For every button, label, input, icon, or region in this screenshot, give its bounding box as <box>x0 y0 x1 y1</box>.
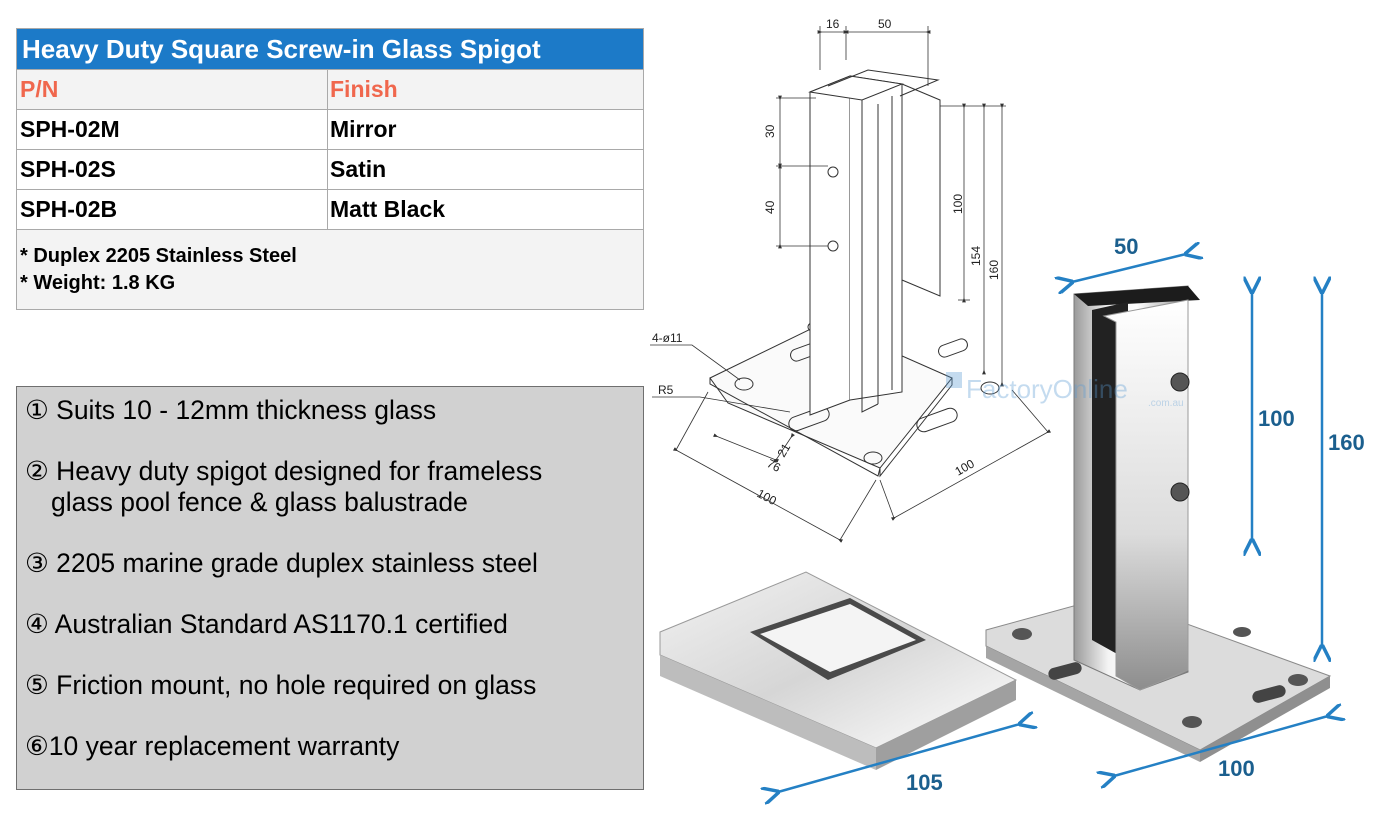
photo-dim-cover-width: 105 <box>906 770 943 795</box>
feature-item: ⑥10 year replacement warranty <box>25 731 643 762</box>
dim-holes: 4-ø11 <box>652 331 683 345</box>
dim-total-height: 160 <box>987 260 1001 280</box>
header-finish: Finish <box>330 76 398 102</box>
feature-number: ⑤ <box>25 670 49 700</box>
note-weight: * Weight: 1.8 KG <box>20 272 176 294</box>
part-number-cell: SPH-02B <box>17 190 328 229</box>
watermark-logo-icon <box>946 372 962 388</box>
feature-text: Heavy duty spigot designed for frameless <box>56 456 543 486</box>
watermark-domain: .com.au <box>1148 398 1184 409</box>
finish-cell: Matt Black <box>330 196 446 222</box>
photo-dim-glass-height: 100 <box>1258 406 1295 431</box>
feature-text-continued: glass pool fence & glass balustrade <box>51 487 468 517</box>
spec-header-row: P/N Finish <box>17 69 643 109</box>
table-row: SPH-02M Mirror <box>17 109 643 149</box>
dim-top-width: 50 <box>878 17 892 31</box>
dim-base-right: 100 <box>953 456 978 478</box>
feature-number: ⑥ <box>25 731 49 761</box>
feature-number: ① <box>25 395 49 425</box>
photo-dim-base-width: 100 <box>1218 756 1255 781</box>
feature-text: 10 year replacement warranty <box>48 731 400 761</box>
finish-cell: Mirror <box>330 116 397 142</box>
feature-number: ② <box>25 456 49 486</box>
feature-number: ③ <box>25 548 49 578</box>
feature-item: ③ 2205 marine grade duplex stainless ste… <box>25 548 643 579</box>
dim-radius: R5 <box>658 383 674 397</box>
feature-text: Suits 10 - 12mm thickness glass <box>56 395 437 425</box>
spec-notes: * Duplex 2205 Stainless Steel * Weight: … <box>17 229 643 309</box>
note-material: * Duplex 2205 Stainless Steel <box>20 245 297 267</box>
dim-hole-gap-upper: 30 <box>763 124 777 138</box>
dim-slot-width: 21 <box>774 441 793 460</box>
table-row: SPH-02S Satin <box>17 149 643 189</box>
photo-dim-top-width: 50 <box>1114 234 1138 259</box>
feature-text: Friction mount, no hole required on glas… <box>56 670 537 700</box>
dim-mid-height: 154 <box>969 246 983 266</box>
dim-glass-height: 100 <box>951 194 965 214</box>
watermark: FactoryOnline .com.au <box>946 372 1184 409</box>
feature-item: ④ Australian Standard AS1170.1 certified <box>25 609 643 640</box>
feature-item: ⑤ Friction mount, no hole required on gl… <box>25 670 643 701</box>
technical-drawing <box>650 26 1052 543</box>
part-number-cell: SPH-02M <box>17 110 328 149</box>
feature-number: ④ <box>25 609 49 639</box>
spec-table: Heavy Duty Square Screw-in Glass Spigot … <box>16 28 644 310</box>
watermark-text: FactoryOnline <box>966 374 1128 404</box>
part-number-cell: SPH-02S <box>17 150 328 189</box>
feature-item: ① Suits 10 - 12mm thickness glass <box>25 395 643 426</box>
table-row: SPH-02B Matt Black <box>17 189 643 229</box>
photo-dimension-arrows <box>778 254 1328 792</box>
dim-slot-spacing: 76 <box>765 456 784 475</box>
spec-title: Heavy Duty Square Screw-in Glass Spigot <box>17 29 643 69</box>
product-figure: 16 50 30 40 100 154 160 4-ø11 R5 21 76 1… <box>650 17 1365 818</box>
dim-top-offset: 16 <box>826 17 840 31</box>
feature-text: 2205 marine grade duplex stainless steel <box>56 548 538 578</box>
feature-item: ② Heavy duty spigot designed for framele… <box>25 456 643 518</box>
photo-dim-total-height: 160 <box>1328 430 1365 455</box>
feature-text: Australian Standard AS1170.1 certified <box>54 609 508 639</box>
dim-hole-gap-lower: 40 <box>763 200 777 214</box>
features-panel: ① Suits 10 - 12mm thickness glass ② Heav… <box>16 386 644 790</box>
spigot-photo <box>985 285 1332 762</box>
header-part-number: P/N <box>17 70 328 109</box>
finish-cell: Satin <box>330 156 387 182</box>
